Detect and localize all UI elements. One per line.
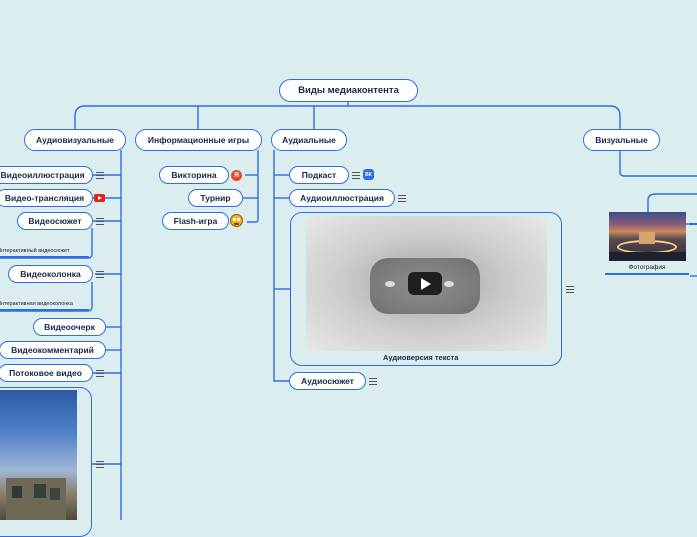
root-node[interactable]: Виды медиаконтента (279, 79, 418, 102)
node-video-broadcast[interactable]: Видео-трансляция (0, 189, 93, 207)
note-icon[interactable] (96, 271, 104, 278)
branch-info-games[interactable]: Информационные игры (135, 129, 262, 151)
node-video-illustration[interactable]: Видеоиллюстрация (0, 166, 93, 184)
node-video-essay[interactable]: Видеоочерк (33, 318, 106, 336)
branch-audiovisual[interactable]: Аудиовизуальные (24, 129, 126, 151)
node-audio-illustration[interactable]: Аудиоиллюстрация (289, 189, 395, 207)
node-flash-game[interactable]: Flash-игра (162, 212, 229, 230)
photo-collapse-toggle[interactable] (689, 223, 697, 225)
note-icon[interactable] (352, 172, 360, 179)
node-stream-video[interactable]: Потоковое видео (0, 364, 93, 382)
note-icon[interactable] (566, 286, 574, 293)
subnode-interactive-story[interactable]: Интерактивный видеосюжет (0, 248, 89, 258)
node-podcast[interactable]: Подкаст (289, 166, 349, 184)
play-icon (421, 278, 431, 290)
photo-caption: Фотография (605, 264, 689, 275)
youtube-icon[interactable] (94, 194, 105, 202)
vk-icon[interactable]: ВК (363, 169, 374, 180)
note-icon[interactable] (96, 218, 104, 225)
game-character-icon[interactable] (230, 214, 243, 227)
node-video-column[interactable]: Видеоколонка (8, 265, 93, 283)
node-video-story[interactable]: Видеосюжет (17, 212, 93, 230)
node-quiz[interactable]: Викторина (159, 166, 229, 184)
yandex-icon[interactable]: Я (231, 170, 242, 181)
note-icon[interactable] (398, 195, 406, 202)
node-tournament[interactable]: Турнир (188, 189, 243, 207)
photo-image[interactable] (609, 212, 686, 261)
play-button[interactable] (408, 272, 442, 295)
city-photo (0, 390, 77, 520)
branch-visual[interactable]: Визуальные (583, 129, 660, 151)
node-audio-story[interactable]: Аудиосюжет (289, 372, 366, 390)
audio-version-caption: Аудиоверсия текста (383, 353, 459, 362)
note-icon[interactable] (96, 172, 104, 179)
note-icon[interactable] (96, 461, 104, 468)
node-video-commentary[interactable]: Видеокомментарий (0, 341, 106, 359)
branch-audio[interactable]: Аудиальные (271, 129, 347, 151)
subnode-interactive-column[interactable]: Интерактивная видеоколонка (0, 301, 89, 311)
note-icon[interactable] (96, 370, 104, 377)
note-icon[interactable] (369, 378, 377, 385)
